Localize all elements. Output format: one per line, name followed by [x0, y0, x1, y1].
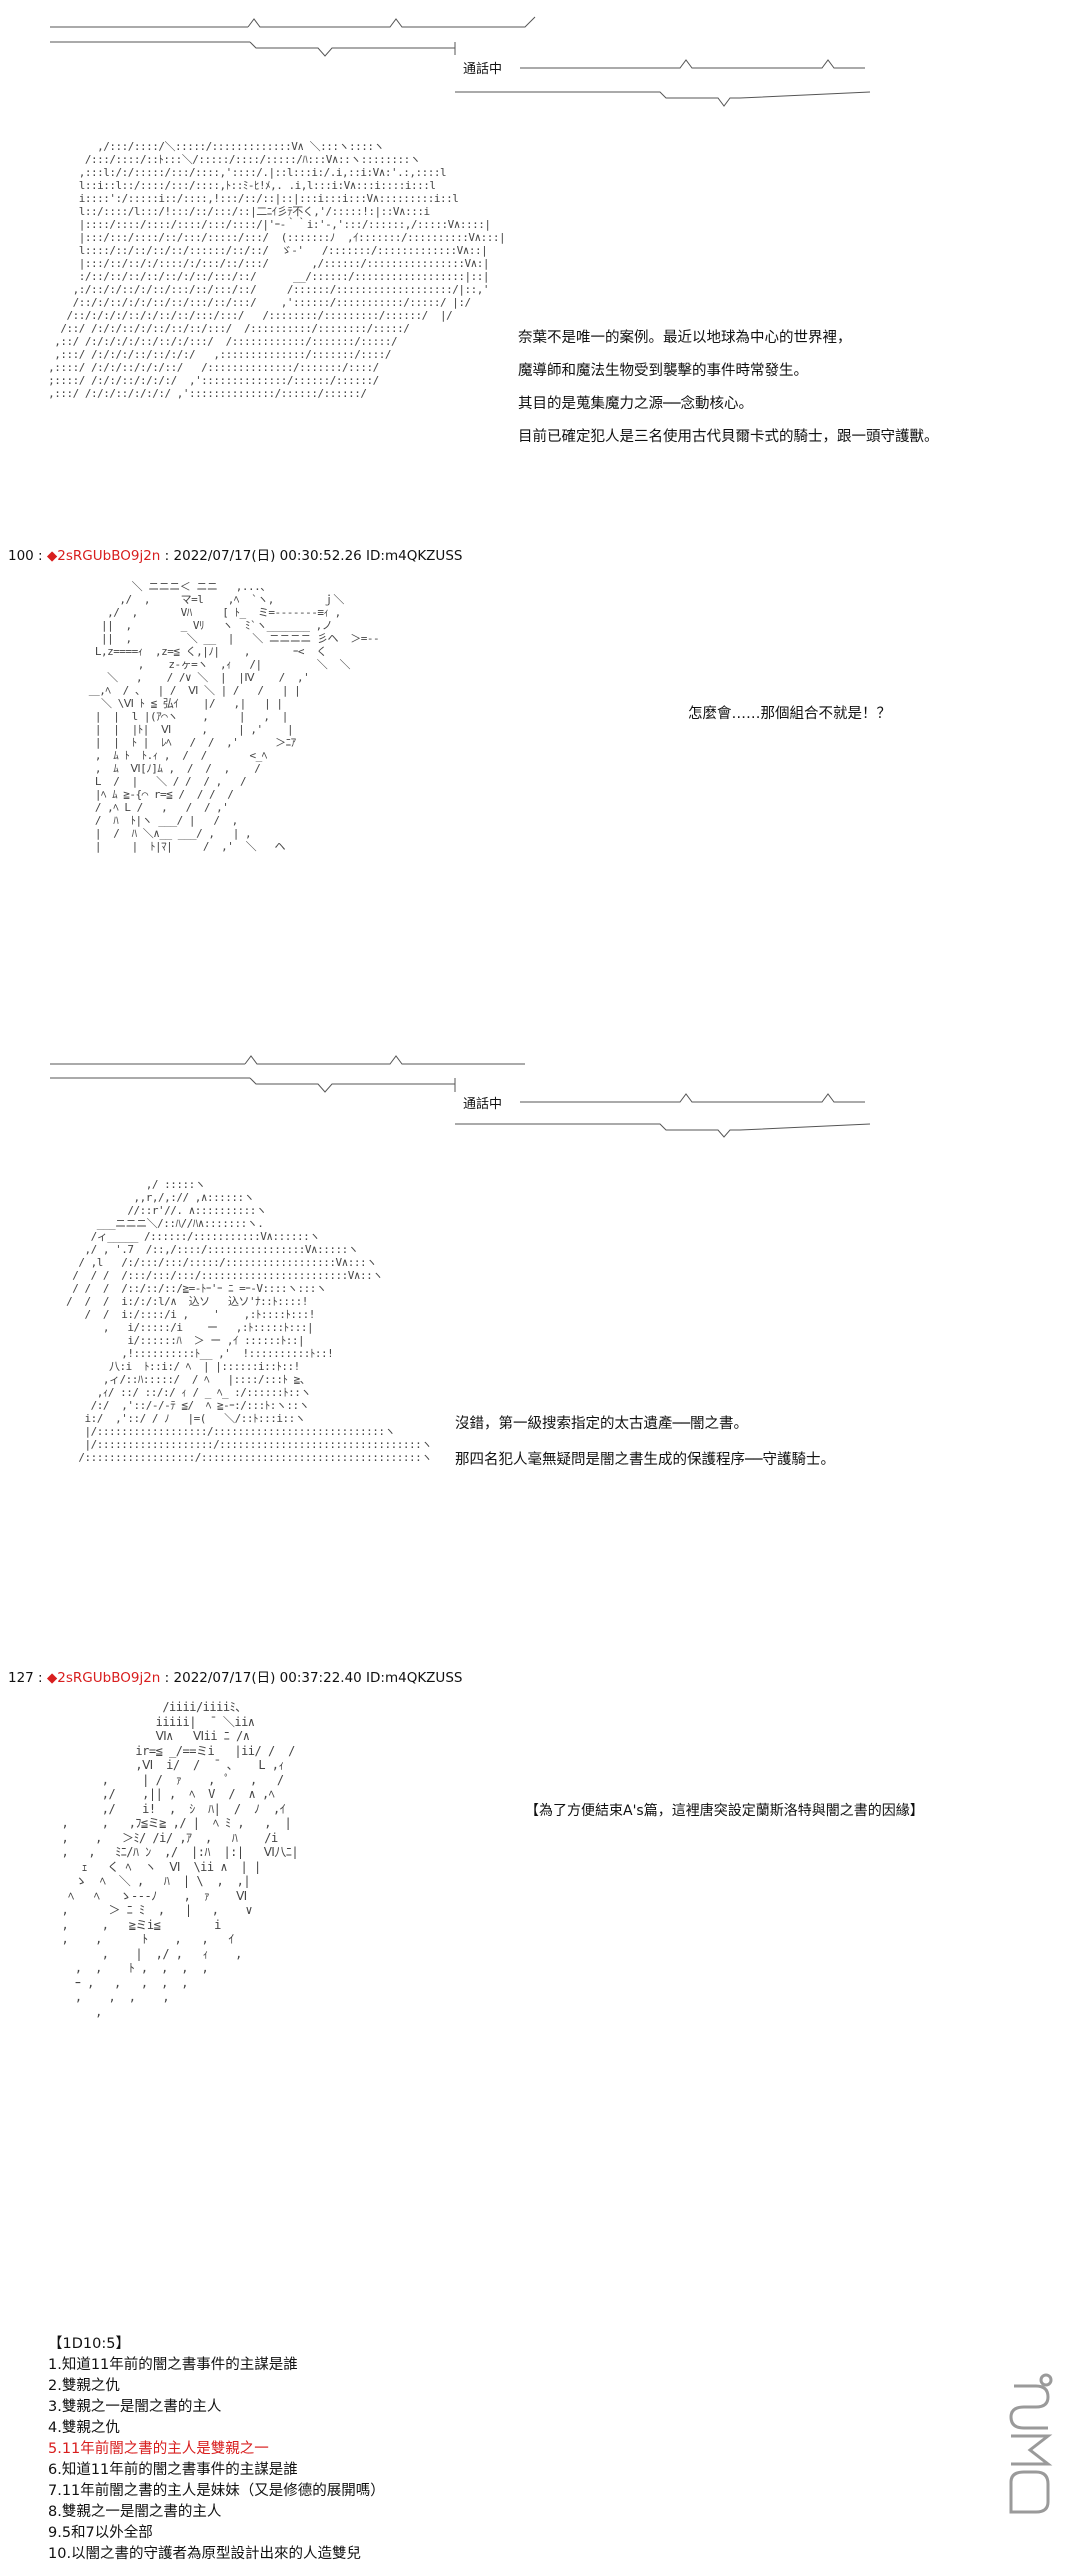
post-number: 100 : [8, 548, 43, 564]
poster-name[interactable]: 2sRGUbBO9j2n [57, 1670, 161, 1686]
dice-option: 8.雙親之一是闇之書的主人 [48, 2504, 222, 2520]
post-number: 127 : [8, 1670, 43, 1686]
call-banner-middle [50, 1055, 871, 1138]
narration-line: 怎麼會……那個組合不就是！？ [688, 706, 891, 722]
dice-option: 7.11年前闇之書的主人是妹妹（又是修德的展開嗎） [48, 2483, 385, 2499]
post-separator: : [164, 548, 170, 564]
trip-mark: ◆ [46, 1670, 58, 1686]
narration-line: 奈葉不是唯一的案例。最近以地球為中心的世界裡， [518, 330, 852, 346]
trip-mark: ◆ [46, 548, 58, 564]
dice-option: 2.雙親之仇 [48, 2378, 120, 2394]
call-status-label: 通話中 [463, 62, 503, 77]
narration-line: 魔導師和魔法生物受到襲擊的事件時常發生。 [518, 363, 808, 379]
ascii-art-character-4: /iiii/iiiiﾐ、 iiiii| ̄ ＼ii∧ Ⅵ∧ Ⅵii ﾆ /∧ i… [61, 1700, 299, 2019]
narration-line: 沒錯，第一級搜索指定的太古遺產──闇之書。 [455, 1416, 748, 1432]
call-banner-top [50, 16, 871, 107]
narration-line: 目前已確定犯人是三名使用古代貝爾卡式的騎士，跟一頭守護獸。 [518, 429, 939, 445]
post-meta: 2022/07/17(日) 00:30:52.26 ID:m4QKZUSS [173, 548, 463, 564]
post-header: 127 : ◆2sRGUbBO9j2n : 2022/07/17(日) 00:3… [8, 1666, 462, 1686]
dice-result-list: 【1D10:5】 1.知道11年前的闇之書事件的主謀是誰 2.雙親之仇 3.雙親… [48, 2334, 385, 2565]
narration-line: 【為了方便結束A's篇，這裡唐突設定蘭斯洛特與闇之書的因緣】 [525, 1803, 924, 1819]
dice-option: 9.5和7以外全部 [48, 2525, 153, 2541]
narration-line: 其目的是蒐集魔力之源──念動核心。 [518, 396, 753, 412]
dice-option: 10.以闇之書的守護者為原型設計出來的人造雙兒 [48, 2546, 362, 2562]
post-header: 100 : ◆2sRGUbBO9j2n : 2022/07/17(日) 00:3… [8, 544, 462, 564]
ascii-art-character-1: ,/:::/::::/＼:::::/:::::::::::::V∧ ＼:::ヽ:… [48, 140, 506, 400]
call-status-label: 通話中 [463, 1097, 503, 1112]
dice-option: 6.知道11年前的闇之書事件的主謀是誰 [48, 2462, 298, 2478]
post-meta: 2022/07/17(日) 00:37:22.40 ID:m4QKZUSS [173, 1670, 463, 1686]
poster-name[interactable]: 2sRGUbBO9j2n [57, 548, 161, 564]
dice-option: 4.雙親之仇 [48, 2420, 120, 2436]
ascii-art-character-2: ＼ ニニニ＜ ニニ ,...、 ,/ , マ=l ,ﾍ `ヽ, ｊ＼ ,/ , … [88, 580, 380, 853]
dice-option-selected: 5.11年前闇之書的主人是雙親之一 [48, 2441, 269, 2457]
dice-option: 3.雙親之一是闇之書的主人 [48, 2399, 222, 2415]
ascii-art-character-3: ,/ :::::ヽ ,,r,/,:// ,∧::::::ヽ //::r'//. … [66, 1178, 432, 1464]
site-watermark-logo [1009, 2373, 1053, 2514]
narration-line: 那四名犯人毫無疑問是闇之書生成的保護程序──守護騎士。 [455, 1452, 835, 1468]
dice-option: 1.知道11年前的闇之書事件的主謀是誰 [48, 2357, 298, 2373]
post-separator: : [164, 1670, 170, 1686]
dice-title: 【1D10:5】 [48, 2336, 130, 2352]
